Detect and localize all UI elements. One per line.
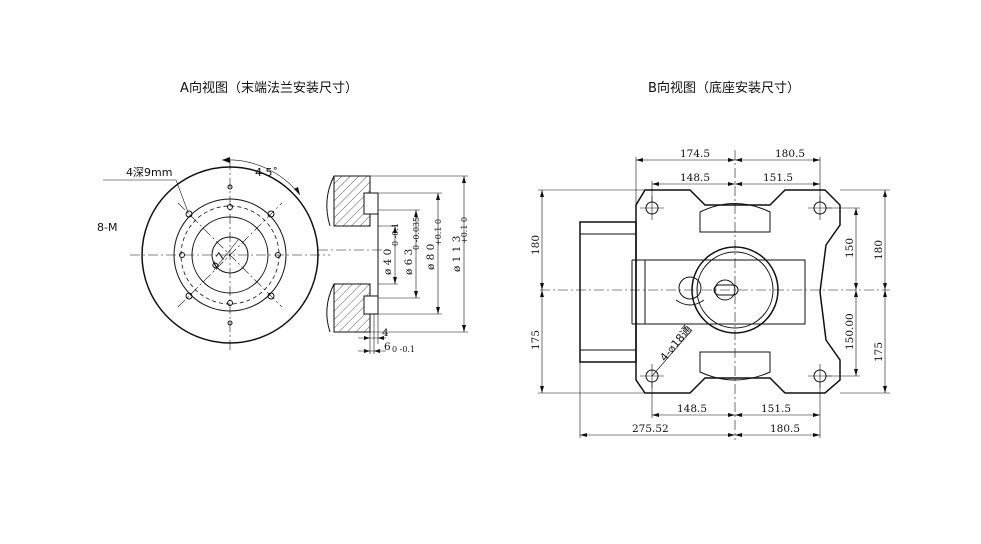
thread-note: 8-M bbox=[97, 221, 117, 234]
bottom-dimensions: 148.5 151.5 275.52 180.5 bbox=[579, 362, 821, 438]
dim-right-upper: 180 bbox=[873, 240, 885, 260]
dim-bot-inner-right: 151.5 bbox=[761, 403, 791, 415]
dim-d63-tol: 0 -0.035 bbox=[412, 217, 421, 250]
dim-depth4: 4 bbox=[382, 327, 389, 339]
dim-left-upper: 180 bbox=[530, 235, 542, 255]
view-a-title: A向视图（末端法兰安装尺寸） bbox=[180, 80, 358, 96]
dim-right-lower-inner: 150.00 bbox=[844, 313, 856, 350]
dim-d113: ø 1 1 3 bbox=[451, 236, 463, 272]
base-plan-view: 4-⌀18通 bbox=[540, 150, 890, 440]
hole-note: 4深9mm bbox=[126, 166, 172, 179]
dim-d80-tol: +0.1 0 bbox=[434, 219, 443, 246]
view-b: B向视图（底座安装尺寸） bbox=[530, 80, 890, 440]
dim-d113-tol: +0.1 0 bbox=[460, 217, 469, 244]
slot-note: 4-⌀18通 bbox=[657, 323, 694, 364]
dim-left-lower: 175 bbox=[530, 330, 542, 350]
dim-bot-inner-left: 148.5 bbox=[677, 403, 707, 415]
flange-front-view: ø 7 4 5˚ 4深9mm 8-M bbox=[97, 157, 330, 350]
flange-section-view: ø 4 0 0 -0.1 ø 6 3 0 -0.035 ø 8 0 +0.1 0… bbox=[318, 175, 469, 354]
bolt-holes bbox=[179, 184, 281, 326]
dim-depth6-tol: 0 -0.1 bbox=[392, 345, 415, 354]
dim-bot-right: 180.5 bbox=[770, 423, 800, 435]
right-dimensions: 150 150.00 180 175 bbox=[826, 189, 890, 394]
dim-d40-tol: 0 -0.1 bbox=[391, 223, 400, 246]
dim-d80: ø 8 0 bbox=[425, 244, 437, 270]
dim-inner-top-right: 151.5 bbox=[763, 172, 793, 184]
dim-depth6: 6 bbox=[384, 341, 391, 353]
center-diameter-label: ø 7 bbox=[208, 250, 229, 272]
dim-top-right: 180.5 bbox=[775, 148, 805, 160]
top-dimensions: 174.5 180.5 148.5 151.5 bbox=[635, 148, 821, 205]
left-dimensions: 180 175 bbox=[530, 189, 645, 394]
dim-right-upper-inner: 150 bbox=[844, 238, 856, 258]
dim-bot-left: 275.52 bbox=[632, 423, 669, 435]
view-a: A向视图（末端法兰安装尺寸） bbox=[97, 80, 469, 354]
dim-right-lower: 175 bbox=[873, 342, 885, 362]
dim-inner-top-left: 148.5 bbox=[680, 172, 710, 184]
angle-label: 4 5˚ bbox=[255, 166, 278, 179]
dim-d63: ø 6 3 bbox=[403, 249, 415, 275]
dim-d40: ø 4 0 bbox=[382, 249, 394, 275]
dim-top-left: 174.5 bbox=[680, 148, 710, 160]
view-b-title: B向视图（底座安装尺寸） bbox=[648, 80, 800, 96]
